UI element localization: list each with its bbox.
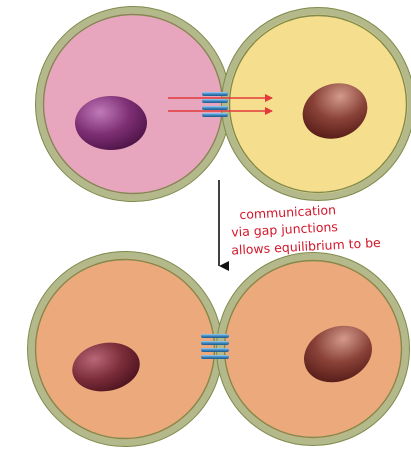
note-line-2: via gap junctions xyxy=(231,219,338,240)
gap-junction-after xyxy=(201,334,229,359)
note-line-1: communication xyxy=(239,202,336,222)
gap-junction-before xyxy=(202,92,228,117)
cell-pair-before xyxy=(35,6,411,202)
nucleus-left-before xyxy=(75,96,147,150)
handwritten-note: communication via gap junctions allows e… xyxy=(231,202,382,258)
nucleus-left-after xyxy=(72,342,140,392)
flow-arrows xyxy=(168,94,273,115)
cell-pair-after xyxy=(27,251,410,447)
nucleus-right-before xyxy=(302,83,368,139)
nucleus-right-after xyxy=(304,325,372,383)
